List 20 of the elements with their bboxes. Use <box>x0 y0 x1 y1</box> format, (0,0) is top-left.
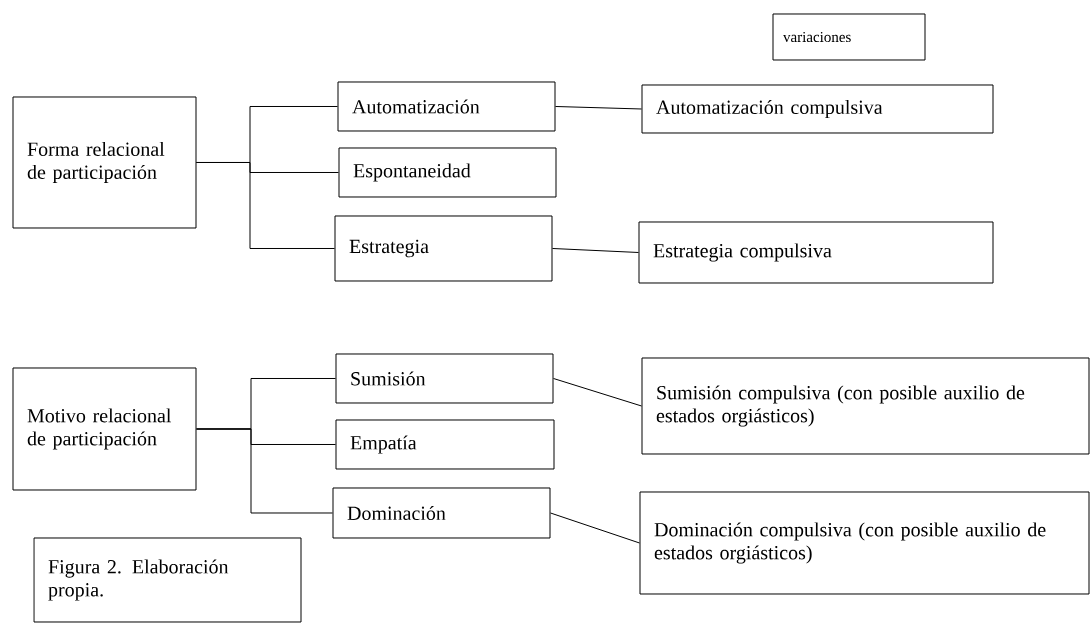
connector-line <box>196 428 333 514</box>
category-box: Motivo relacional de participación <box>12 367 197 491</box>
process-box: Automatización <box>337 81 556 132</box>
process-box: Estrategia compulsiva <box>638 221 994 284</box>
label-box: variaciones <box>772 13 926 61</box>
category-box: Forma relacional de participación <box>12 96 197 229</box>
connector-line <box>550 512 640 544</box>
connector-line <box>553 378 642 407</box>
process-box: Estrategia <box>334 215 553 282</box>
process-box: Espontaneidad <box>338 147 557 198</box>
process-box: Dominación <box>332 487 551 539</box>
process-box: Dominación compulsiva (con posible auxilio de estados orgiásticos) <box>639 491 1090 595</box>
process-box: Sumisión <box>335 353 554 404</box>
process-box: Sumisión compulsiva (con posible auxilio de estados orgiásticos) <box>641 357 1090 455</box>
connector-line <box>196 162 335 249</box>
connector-line <box>552 248 639 253</box>
process-box: Automatización compulsiva <box>641 84 994 134</box>
process-box: Empatía <box>335 419 555 470</box>
caption-box: Figura 2. Elaboración propia. <box>33 537 302 623</box>
connector-line <box>555 106 642 110</box>
